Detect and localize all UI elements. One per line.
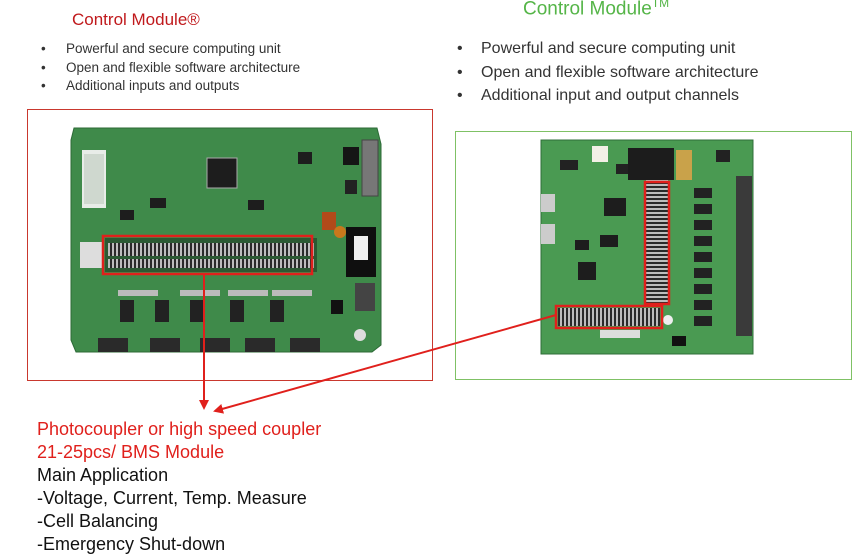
right-feature-item: Powerful and secure computing unit: [457, 37, 758, 61]
right-feature-item: Additional input and output channels: [457, 84, 758, 108]
description-heading-line2: 21-25pcs/ BMS Module: [37, 442, 225, 462]
left-module-title: Control Module®: [72, 10, 200, 29]
description-item: -Emergency Shut-down: [37, 534, 226, 554]
right-module-title-text: Control Module: [523, 0, 652, 20]
main-processor-chip: [206, 157, 238, 189]
description-item: -Cell Balancing: [37, 511, 159, 531]
right-coupler-highlight-horizontal: [554, 304, 664, 330]
left-feature-item: Powerful and secure computing unit: [41, 40, 300, 59]
left-pcb-board: [70, 127, 382, 353]
left-feature-item: Open and flexible software architecture: [41, 59, 300, 78]
right-feature-item: Open and flexible software architecture: [457, 61, 758, 85]
right-board-photo-frame: [455, 131, 852, 380]
description-subheading: Main Application: [37, 465, 169, 485]
description-item: -Voltage, Current, Temp. Measure: [37, 488, 307, 508]
right-pcb-board: [540, 139, 754, 355]
right-module-title: Control ModuleTM: [523, 0, 669, 20]
left-feature-item: Additional inputs and outputs: [41, 77, 300, 96]
right-coupler-highlight-vertical: [643, 180, 671, 306]
arrow-right-to-label: [213, 314, 557, 414]
left-coupler-highlight: [101, 234, 314, 276]
trademark-mark: TM: [651, 0, 670, 10]
description-heading-line1: Photocoupler or high speed coupler: [37, 419, 322, 439]
coupler-description: Photocoupler or high speed coupler 21-25…: [37, 418, 321, 556]
left-board-photo-frame: [27, 109, 433, 381]
right-feature-list: Powerful and secure computing unit Open …: [457, 37, 758, 108]
left-feature-list: Powerful and secure computing unit Open …: [41, 40, 300, 96]
power-module: [628, 148, 674, 180]
main-processor-chip: [578, 262, 596, 280]
